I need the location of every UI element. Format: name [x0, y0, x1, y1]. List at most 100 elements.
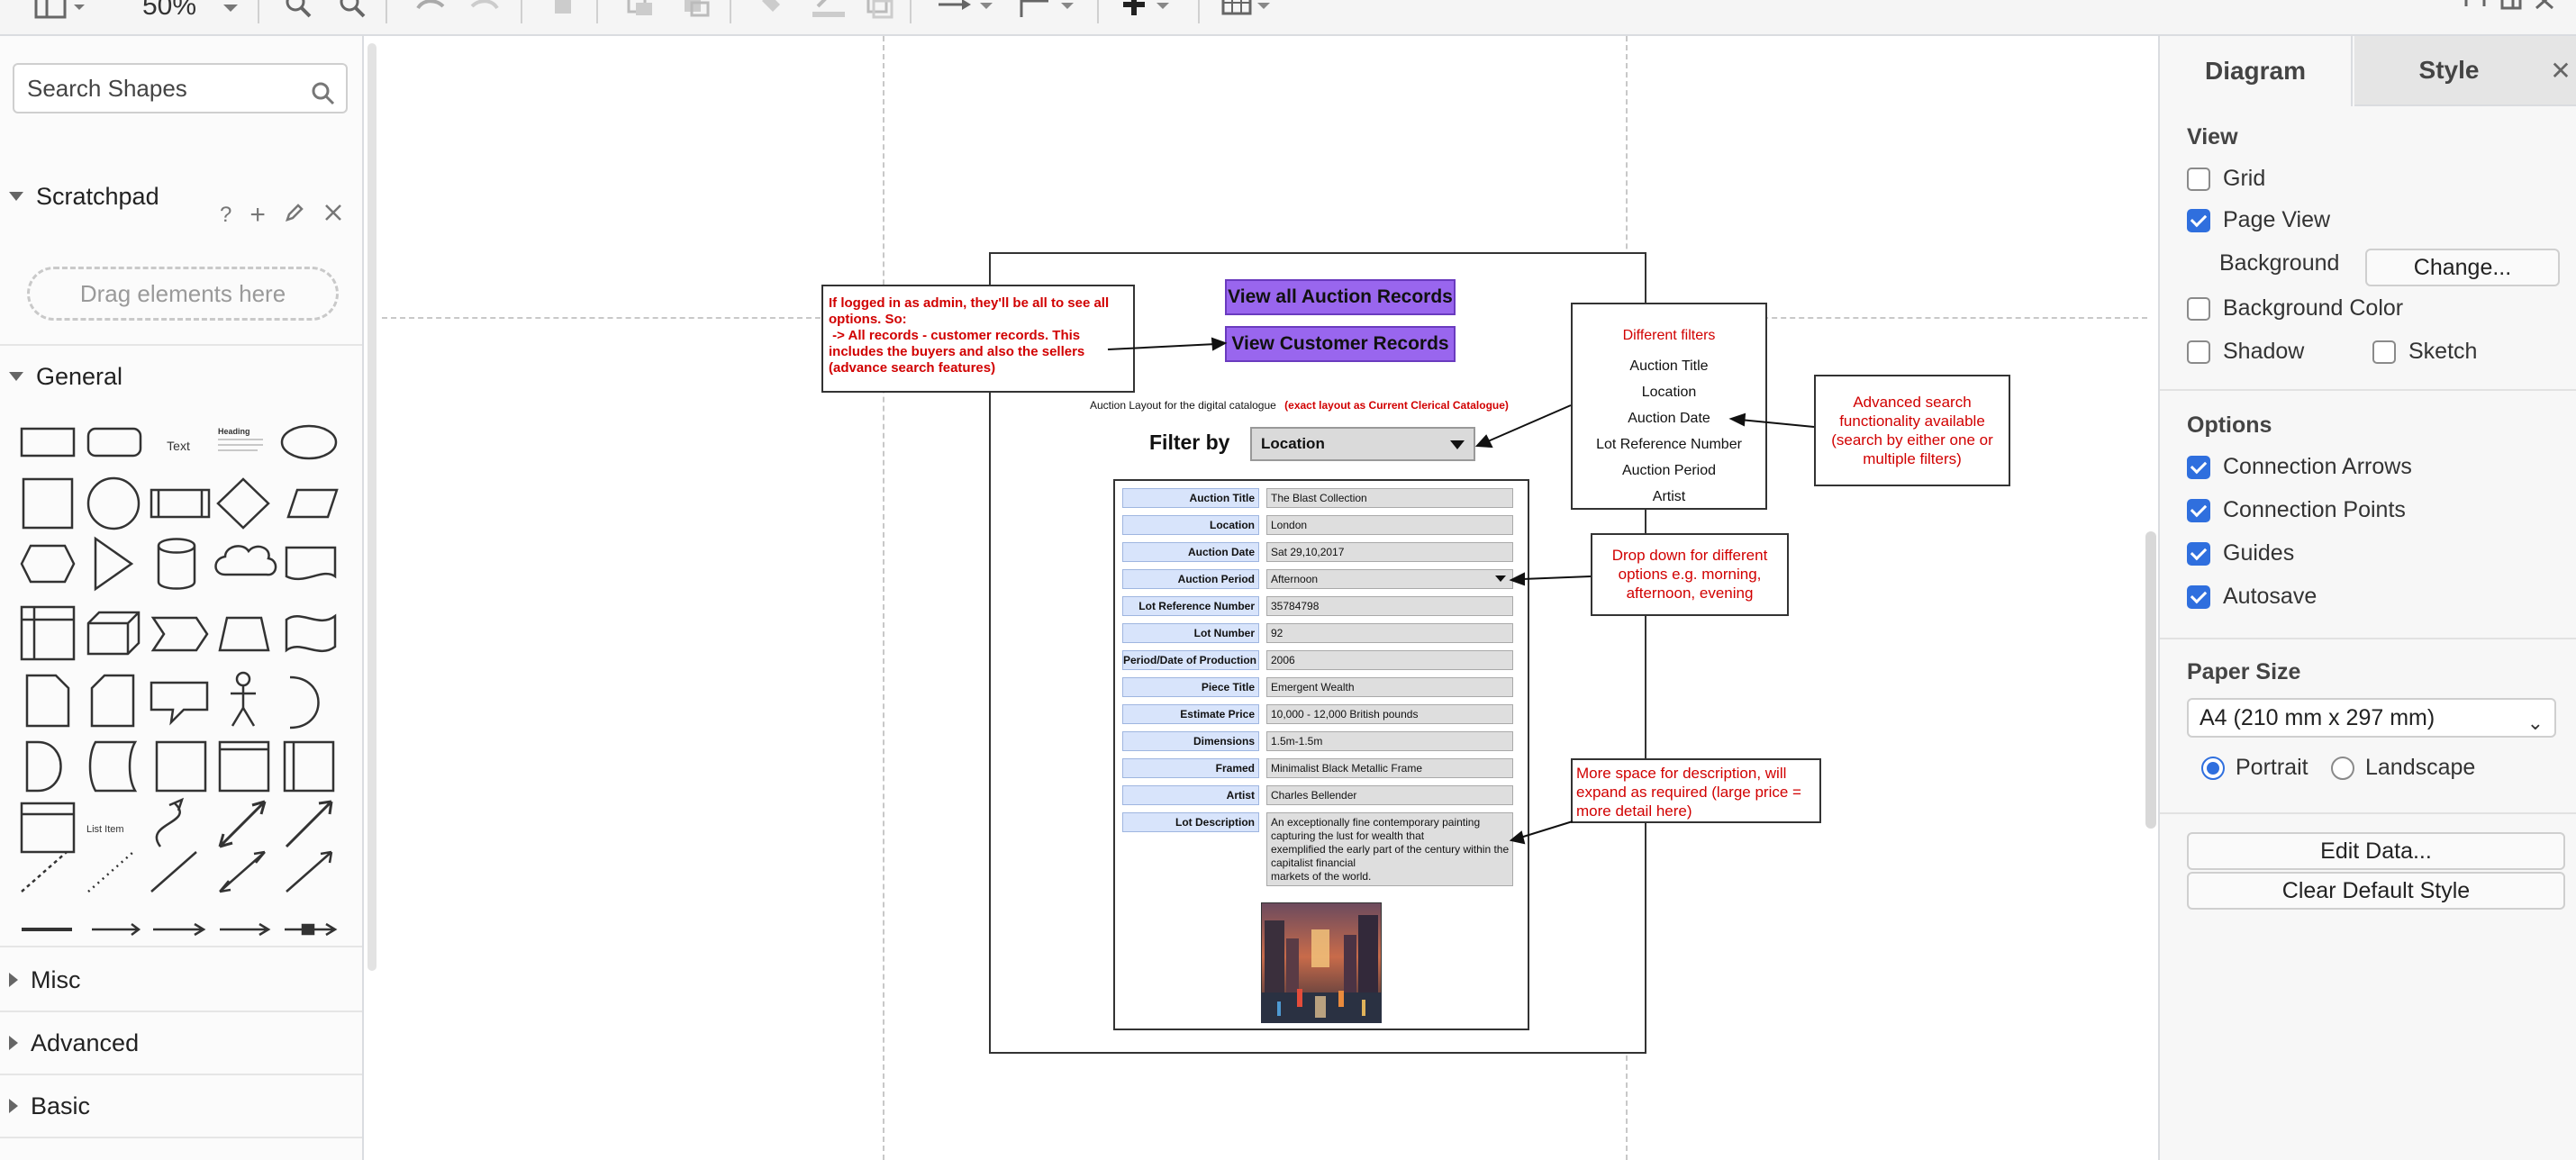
filter-option-location: Location: [1641, 385, 1697, 400]
form-field-value[interactable]: 35784798: [1266, 596, 1513, 616]
background-color-checkbox[interactable]: Background Color: [2187, 295, 2403, 322]
misc-header[interactable]: Misc: [0, 958, 362, 1001]
scratchpad-header[interactable]: Scratchpad: [0, 175, 362, 218]
autosave-checkbox[interactable]: Autosave: [2187, 584, 2317, 610]
form-field-value[interactable]: 2006: [1266, 650, 1513, 670]
advanced-header[interactable]: Advanced: [0, 1021, 362, 1065]
view-all-auction-records-button[interactable]: View all Auction Records: [1225, 279, 1456, 315]
rectangle-shape: [20, 427, 76, 458]
dropdown-note[interactable]: Drop down for different options e.g. mor…: [1591, 533, 1789, 616]
form-field-value[interactable]: The Blast Collection: [1266, 488, 1513, 508]
curve-shape: [155, 797, 185, 847]
checkbox[interactable]: [2187, 340, 2210, 364]
zoom-level[interactable]: 50%: [142, 0, 197, 21]
filters-list-box[interactable]: Different filters Auction Title Location…: [1571, 303, 1767, 510]
internal-storage-shape: [20, 605, 76, 661]
general-header[interactable]: General: [0, 355, 362, 398]
line-color-icon[interactable]: [811, 0, 847, 22]
delete-icon[interactable]: [551, 0, 576, 22]
shadow-checkbox[interactable]: Shadow: [2187, 339, 2304, 365]
checkbox[interactable]: [2372, 340, 2396, 364]
filter-by-select[interactable]: Location: [1250, 427, 1475, 461]
insert-plus-icon[interactable]: [1120, 0, 1184, 22]
change-background-button[interactable]: Change...: [2365, 249, 2560, 286]
advanced-search-note[interactable]: Advanced search functionality available …: [1814, 375, 2010, 486]
checkbox-checked[interactable]: [2187, 541, 2210, 566]
sketch-checkbox[interactable]: Sketch: [2372, 339, 2477, 365]
tab-diagram[interactable]: Diagram: [2160, 36, 2353, 106]
zoom-out-icon[interactable]: [339, 0, 369, 22]
toolbar-separator: [910, 0, 912, 23]
description-note[interactable]: More space for description, will expand …: [1571, 758, 1821, 823]
form-field-value[interactable]: 10,000 - 12,000 British pounds: [1266, 704, 1513, 724]
paper-size-select[interactable]: A4 (210 mm x 297 mm) ⌄: [2187, 698, 2556, 738]
basic-header[interactable]: Basic: [0, 1084, 362, 1128]
connection-arrows-checkbox[interactable]: Connection Arrows: [2187, 454, 2412, 480]
checkbox-checked[interactable]: [2187, 208, 2210, 232]
directional-connector-shape: [286, 850, 333, 893]
redo-icon[interactable]: [468, 0, 501, 22]
checkbox[interactable]: [2187, 296, 2210, 321]
waypoints-icon[interactable]: [1018, 0, 1081, 22]
undo-icon[interactable]: [414, 0, 447, 22]
to-back-icon[interactable]: [681, 0, 712, 22]
chevron-down-icon[interactable]: [222, 0, 240, 22]
form-field-value[interactable]: 92: [1266, 623, 1513, 643]
connection-points-checkbox[interactable]: Connection Points: [2187, 497, 2406, 523]
view-customer-records-button[interactable]: View Customer Records: [1225, 326, 1456, 362]
zoom-in-icon[interactable]: [285, 0, 315, 22]
list-shape: [20, 802, 76, 854]
edit-data-button[interactable]: Edit Data...: [2187, 832, 2565, 870]
chevron-right-icon: [9, 1036, 18, 1050]
form-field-label: Auction Date: [1122, 542, 1259, 562]
admin-note-box[interactable]: If logged in as admin, they'll be all to…: [821, 285, 1135, 393]
form-field-value[interactable]: London: [1266, 515, 1513, 535]
fill-color-icon[interactable]: [757, 0, 787, 22]
scratchpad-drop-zone[interactable]: Drag elements here: [27, 267, 339, 321]
sidebar-scrollbar[interactable]: [367, 43, 376, 971]
form-field-value[interactable]: Charles Bellender: [1266, 785, 1513, 805]
chevron-right-icon: [9, 1099, 18, 1113]
fullscreen-icon[interactable]: [2464, 0, 2486, 22]
portrait-radio[interactable]: Portrait: [2201, 755, 2308, 781]
close-icon[interactable]: [2535, 0, 2556, 22]
canvas-scrollbar[interactable]: [2145, 531, 2156, 829]
checkbox[interactable]: [2187, 167, 2210, 191]
form-field-value[interactable]: 1.5m-1.5m: [1266, 731, 1513, 751]
guides-checkbox[interactable]: Guides: [2187, 540, 2294, 566]
arrow-admin-to-customer: [1107, 343, 1217, 350]
table-icon[interactable]: [1221, 0, 1284, 22]
tab-style[interactable]: Style: [2354, 36, 2544, 106]
format-panel-icon[interactable]: [34, 0, 88, 22]
clear-default-style-button[interactable]: Clear Default Style: [2187, 872, 2565, 910]
chevron-down-icon[interactable]: [1495, 575, 1506, 582]
checkbox-checked[interactable]: [2187, 585, 2210, 609]
add-icon[interactable]: +: [249, 200, 266, 230]
callout-shape: [150, 681, 209, 726]
format-toggle-icon[interactable]: [2500, 0, 2522, 22]
search-icon[interactable]: [310, 76, 337, 122]
close-panel-icon[interactable]: ✕: [2544, 36, 2576, 106]
search-shapes-input[interactable]: Search Shapes: [13, 63, 348, 113]
advanced-title: Advanced: [31, 1029, 140, 1056]
radio-selected[interactable]: [2201, 756, 2225, 780]
to-front-icon[interactable]: [625, 0, 656, 22]
edit-icon[interactable]: [284, 202, 305, 230]
radio[interactable]: [2331, 756, 2354, 780]
checkbox-checked[interactable]: [2187, 498, 2210, 522]
chevron-down-icon: [1450, 440, 1465, 449]
help-icon[interactable]: ?: [220, 203, 232, 227]
painting-image[interactable]: [1261, 902, 1382, 1023]
landscape-radio[interactable]: Landscape: [2331, 755, 2475, 781]
lot-description-value[interactable]: An exceptionally fine contemporary paint…: [1266, 812, 1513, 886]
form-field-value[interactable]: Emergent Wealth: [1266, 677, 1513, 697]
form-field-value[interactable]: Minimalist Black Metallic Frame: [1266, 758, 1513, 778]
connection-icon[interactable]: [937, 0, 1000, 22]
grid-checkbox[interactable]: Grid: [2187, 166, 2265, 192]
page-view-checkbox[interactable]: Page View: [2187, 207, 2330, 233]
form-field-value[interactable]: Sat 29,10,2017: [1266, 542, 1513, 562]
form-field-value[interactable]: Afternoon: [1266, 569, 1513, 589]
close-icon[interactable]: [323, 203, 343, 229]
shadow-icon[interactable]: [865, 0, 895, 22]
checkbox-checked[interactable]: [2187, 455, 2210, 479]
